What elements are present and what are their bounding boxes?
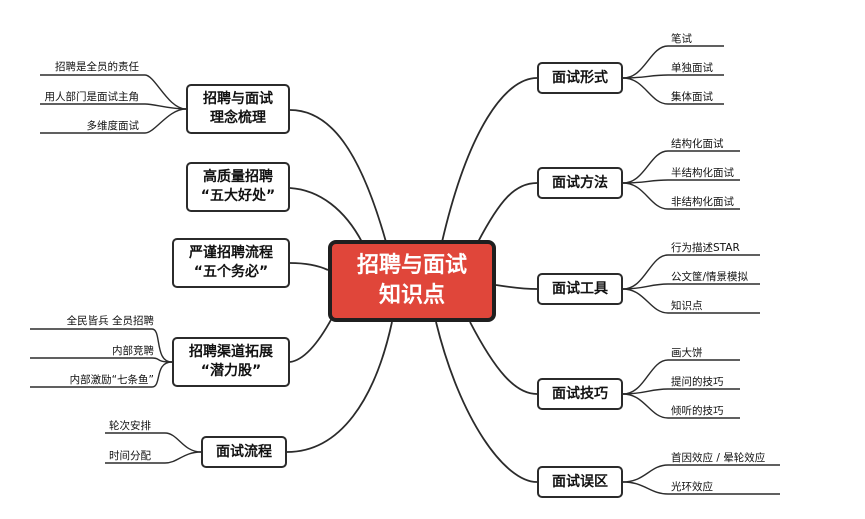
leaf-primacy-halo-effect: 首因效应 / 晕轮效应 — [671, 452, 766, 464]
branch-quality-recruitment-benefits: 高质量招聘 “五大好处” — [186, 162, 290, 212]
connector-center-channels — [289, 317, 333, 363]
connector-left-1-leaf-0 — [30, 328, 173, 363]
leaf-all-staff-recruiting: 全民皆兵 全员招聘 — [66, 315, 154, 327]
connector-center-interview-process — [286, 321, 393, 453]
leaf-semi-structured-interview: 半结构化面试 — [671, 167, 734, 179]
connector-left-1-leaf-2 — [30, 361, 173, 388]
leaf-questioning-skill: 提问的技巧 — [671, 376, 724, 388]
branch-strict-recruitment-process: 严谨招聘流程 “五个务必” — [172, 238, 290, 288]
connector-left-1-leaf-1 — [30, 357, 173, 363]
connector-right-0-leaf-2 — [622, 77, 724, 105]
connector-center-benefits — [289, 187, 363, 243]
branch-interview-forms: 面试形式 — [537, 62, 623, 94]
leaf-multi-dimension-interview: 多维度面试 — [86, 120, 140, 132]
leaf-listening-skill: 倾听的技巧 — [671, 405, 724, 417]
leaf-time-allocation: 时间分配 — [109, 450, 151, 462]
connector-right-1-leaf-1 — [622, 179, 740, 184]
connector-right-3-leaf-0 — [622, 359, 740, 395]
leaf-in-basket-simulation: 公文筐/情景模拟 — [671, 271, 749, 283]
branch-interview-methods: 面试方法 — [537, 167, 623, 199]
leaf-group-interview: 集体面试 — [671, 91, 713, 103]
connector-right-0-leaf-1 — [622, 74, 724, 79]
connector-center-tools — [495, 284, 538, 290]
connector-center-methods — [477, 182, 538, 243]
branch-interview-process: 面试流程 — [201, 436, 287, 468]
branch-interview-tools: 面试工具 — [537, 273, 623, 305]
branch-recruitment-channels: 招聘渠道拓展 “潜力股” — [172, 337, 290, 387]
leaf-everyone-responsible: 招聘是全员的责任 — [55, 61, 139, 73]
leaf-written-test: 笔试 — [671, 33, 692, 45]
connector-center-process — [289, 262, 329, 271]
center-topic: 招聘与面试 知识点 — [328, 240, 496, 322]
connector-left-0-leaf-1 — [40, 103, 187, 110]
leaf-behavior-star: 行为描述STAR — [671, 242, 740, 254]
leaf-halo-effect: 光环效应 — [671, 481, 713, 493]
connector-center-skills — [469, 321, 538, 395]
branch-interview-skills: 面试技巧 — [537, 378, 623, 410]
branch-recruitment-philosophy: 招聘与面试 理念梳理 — [186, 84, 290, 134]
connector-right-1-leaf-2 — [622, 182, 740, 210]
connector-right-2-leaf-0 — [622, 254, 760, 290]
connector-center-philosophy — [289, 109, 387, 243]
leaf-unstructured-interview: 非结构化面试 — [671, 196, 734, 208]
leaf-big-picture: 画大饼 — [671, 347, 703, 359]
connector-right-2-leaf-2 — [622, 288, 760, 314]
leaf-internal-incentive: 内部激励“七条鱼” — [69, 374, 154, 386]
leaf-knowledge-points: 知识点 — [671, 300, 703, 312]
connector-right-0-leaf-0 — [622, 45, 724, 79]
leaf-individual-interview: 单独面试 — [671, 62, 713, 74]
connector-center-pitfalls — [435, 321, 538, 483]
connector-left-0-leaf-2 — [40, 108, 187, 134]
connector-right-4-leaf-0 — [622, 464, 780, 483]
connector-left-0-leaf-0 — [40, 74, 187, 110]
leaf-round-arrangement: 轮次安排 — [109, 420, 151, 432]
connector-right-3-leaf-2 — [622, 393, 740, 419]
connector-center-forms — [441, 77, 538, 243]
leaf-department-lead-interviewer: 用人部门是面试主角 — [44, 91, 140, 103]
leaf-structured-interview: 结构化面试 — [671, 138, 724, 150]
connector-right-2-leaf-1 — [622, 283, 760, 290]
connector-left-process-leaf-1 — [105, 451, 202, 464]
branch-interview-pitfalls: 面试误区 — [537, 466, 623, 498]
connector-right-4-leaf-1 — [622, 481, 780, 495]
connector-right-3-leaf-1 — [622, 388, 740, 395]
leaf-internal-competition: 内部竞聘 — [112, 345, 154, 357]
connector-right-1-leaf-0 — [622, 150, 740, 184]
connector-left-process-leaf-0 — [105, 432, 202, 453]
